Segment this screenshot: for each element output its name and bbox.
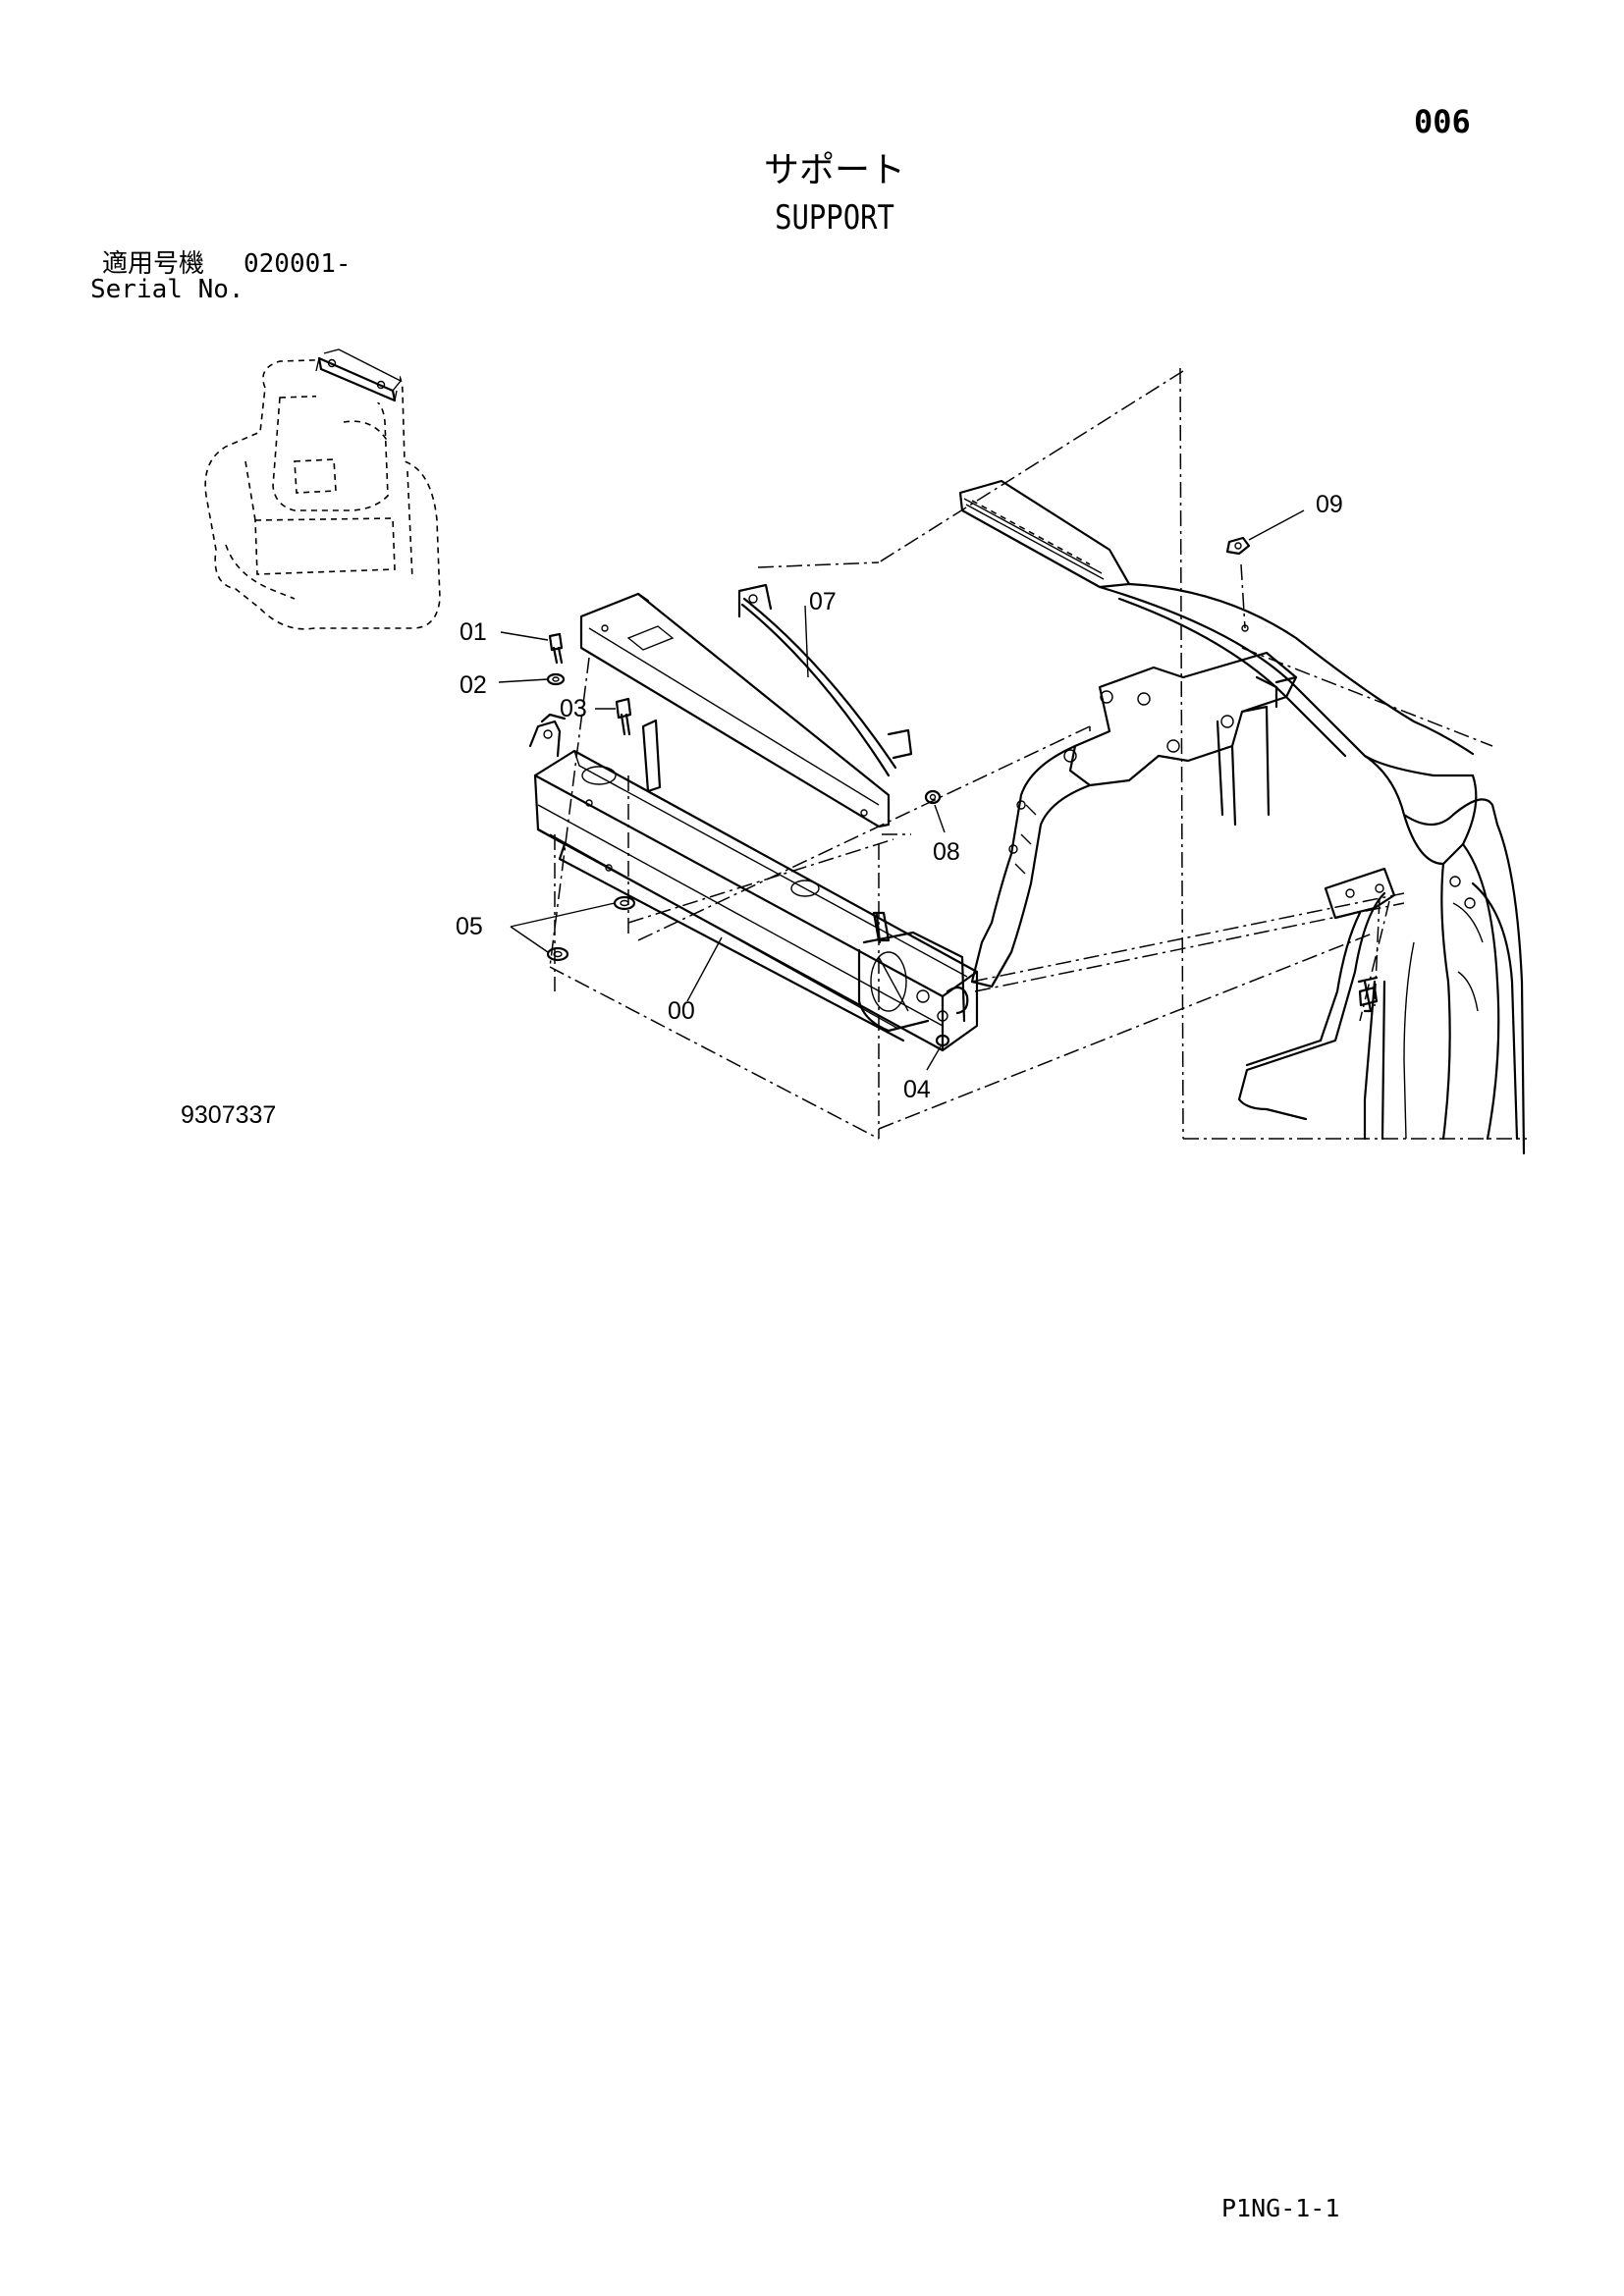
callout-03: 03 bbox=[560, 695, 587, 722]
hardware bbox=[546, 536, 1251, 1047]
callout-05: 05 bbox=[456, 913, 483, 940]
callout-09: 09 bbox=[1316, 491, 1343, 518]
page-code: P1NG-1-1 bbox=[1221, 2194, 1340, 2222]
part-00-support-beam bbox=[528, 713, 979, 1052]
page-number: 006 bbox=[1414, 103, 1471, 140]
callout-00: 00 bbox=[668, 997, 695, 1025]
callout-04: 04 bbox=[903, 1076, 931, 1103]
serial-label-english: Serial No. bbox=[90, 275, 244, 304]
callout-01: 01 bbox=[460, 618, 487, 646]
title-japanese: サポート bbox=[763, 150, 905, 190]
serial-range: 020001- bbox=[244, 249, 352, 279]
part-07-cover bbox=[579, 583, 913, 828]
drawing-number: 9307337 bbox=[181, 1101, 277, 1129]
location-thumbnail bbox=[204, 348, 441, 630]
leader-lines bbox=[498, 509, 1305, 1071]
callout-07: 07 bbox=[809, 588, 837, 615]
phantom-lines bbox=[549, 367, 1527, 1140]
cab-frame bbox=[958, 479, 1526, 1155]
title-english: SUPPORT bbox=[775, 198, 894, 238]
serial-label-japanese: 適用号機 bbox=[102, 249, 205, 279]
callout-02: 02 bbox=[460, 671, 487, 699]
callout-08: 08 bbox=[933, 838, 960, 866]
